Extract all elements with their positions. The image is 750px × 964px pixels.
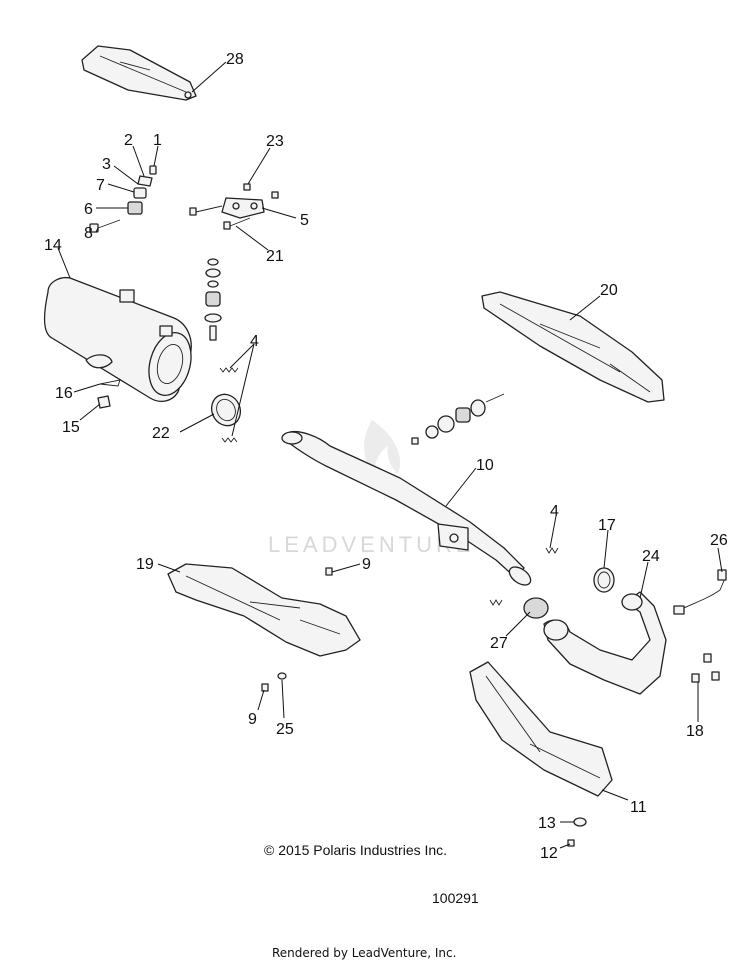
bracket-5[interactable] (189, 183, 279, 230)
spring-4-upper[interactable] (219, 367, 239, 443)
callout-4-upper: 4 (250, 333, 259, 350)
figure-number: 100291 (432, 890, 479, 906)
gasket-22[interactable] (207, 390, 246, 431)
hardware-stack-left[interactable] (89, 165, 157, 233)
callout-6: 6 (84, 201, 93, 218)
callout-22: 22 (152, 425, 170, 442)
part-16-15[interactable] (97, 379, 121, 409)
callout-8: 8 (84, 225, 93, 242)
callout-1: 1 (153, 132, 162, 149)
pipe-mount-hardware[interactable] (411, 393, 505, 445)
heat-shield-20[interactable] (481, 291, 665, 403)
callout-7: 7 (96, 177, 105, 194)
callout-15: 15 (62, 419, 80, 436)
watermark-text: LEADVENTURE (268, 532, 475, 557)
screws-9-washer-25[interactable] (261, 567, 333, 692)
heat-shield-19[interactable] (167, 563, 361, 657)
callout-9-upper: 9 (362, 556, 371, 573)
callout-13: 13 (538, 815, 556, 832)
callout-3: 3 (102, 156, 111, 173)
callout-5: 5 (300, 212, 309, 229)
leader-lines (57, 61, 723, 849)
callout-26: 26 (710, 532, 728, 549)
callout-labels: 28 1 2 3 7 6 8 23 5 21 4 14 16 15 22 20 … (44, 51, 728, 862)
y-pipe-24[interactable] (543, 591, 667, 695)
callout-2: 2 (124, 132, 133, 149)
head-pipe-10[interactable] (281, 430, 534, 589)
callout-28: 28 (226, 51, 244, 68)
clamp-27[interactable] (523, 597, 549, 619)
bolts-18[interactable] (691, 653, 720, 683)
springs-4-lower[interactable] (489, 547, 559, 606)
callout-10: 10 (476, 457, 494, 474)
callout-24: 24 (642, 548, 660, 565)
callout-20: 20 (600, 282, 618, 299)
rendered-by-footer: Rendered by LeadVenture, Inc. (272, 946, 457, 960)
callout-21: 21 (266, 248, 284, 265)
callout-18: 18 (686, 723, 704, 740)
heat-shield-28[interactable] (81, 45, 197, 101)
muffler-14[interactable] (43, 276, 198, 403)
gasket-17[interactable] (593, 567, 615, 593)
o2-sensor-26[interactable] (673, 569, 727, 615)
callout-11: 11 (630, 799, 647, 816)
callout-12: 12 (540, 845, 558, 862)
mount-stack[interactable] (204, 258, 222, 341)
copyright-notice: © 2015 Polaris Industries Inc. (264, 842, 448, 858)
callout-14: 14 (44, 237, 62, 254)
callout-4-lower: 4 (550, 503, 559, 520)
heat-shield-11[interactable] (469, 661, 613, 797)
callout-19: 19 (136, 556, 154, 573)
callout-25: 25 (276, 721, 294, 738)
watermark: LEADVENTURE (268, 420, 475, 557)
callout-17: 17 (598, 517, 616, 534)
callout-27: 27 (490, 635, 508, 652)
callout-16: 16 (55, 385, 73, 402)
callout-23: 23 (266, 133, 284, 150)
callout-9-lower: 9 (248, 711, 257, 728)
